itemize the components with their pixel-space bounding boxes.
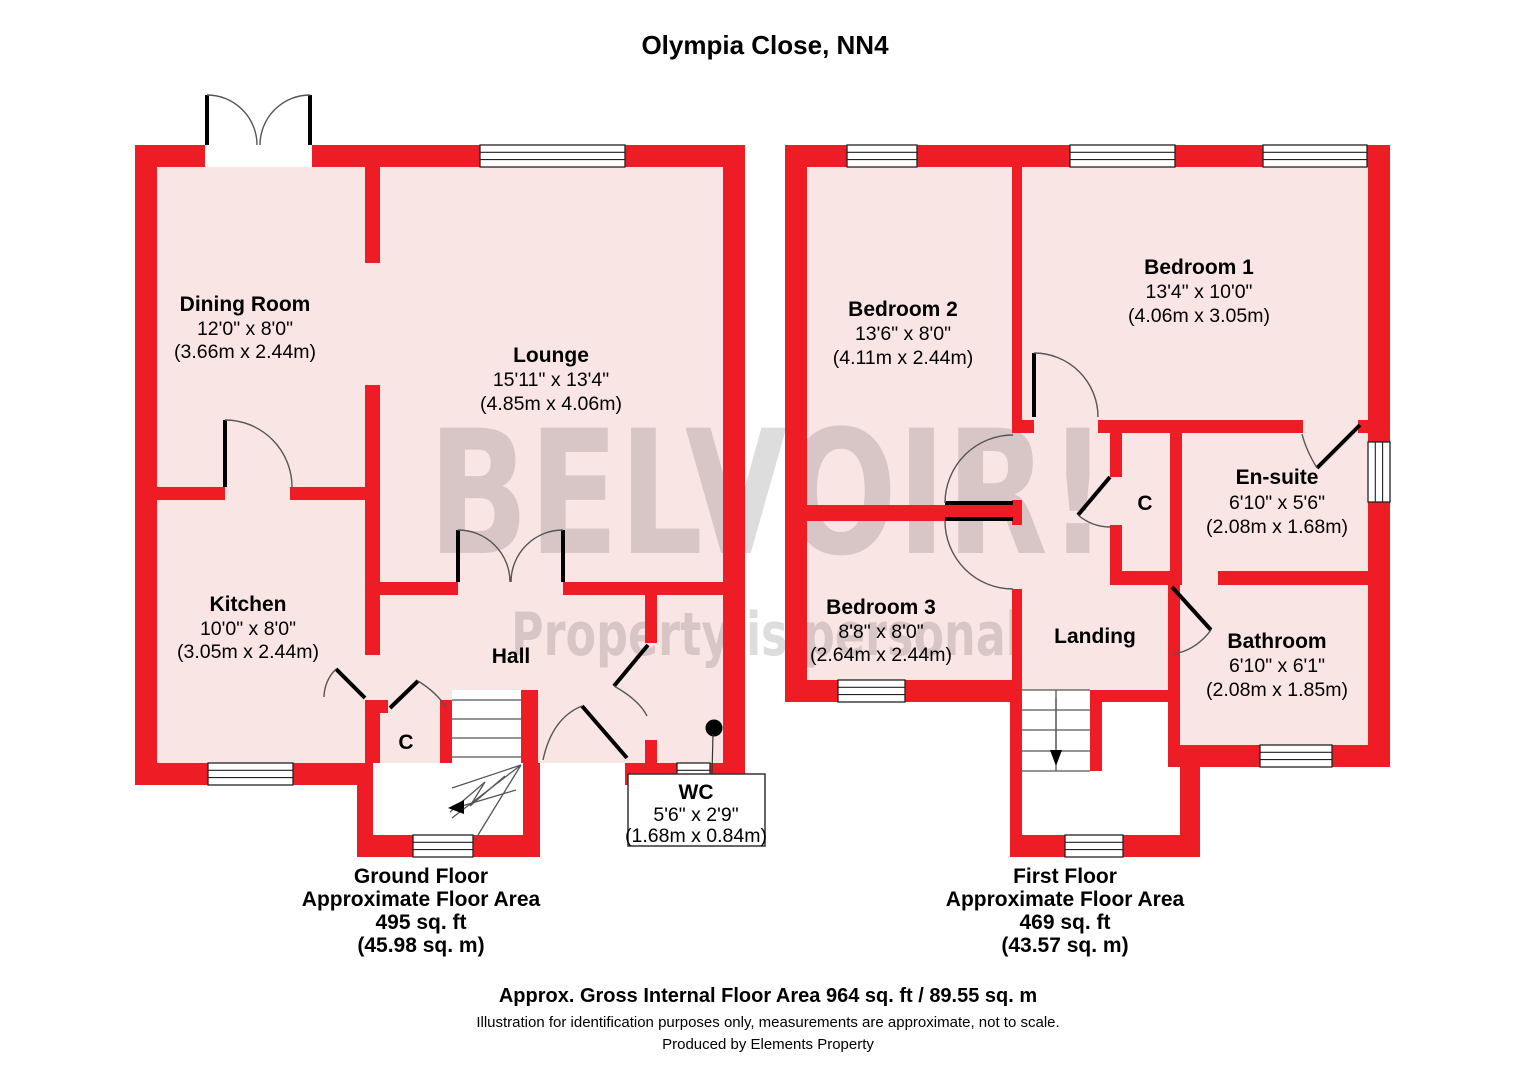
window [412, 834, 474, 858]
caption-line: 495 sq. ft [375, 911, 466, 934]
room-dims-lounge-imperial: 15'11" x 13'4" [493, 369, 609, 391]
first-floor-caption: First Floor Approximate Floor Area 469 s… [946, 865, 1185, 957]
first-floor-windows [837, 144, 1391, 858]
caption-line: Approximate Floor Area [302, 888, 541, 911]
ground-floor-caption: Ground Floor Approximate Floor Area 495 … [302, 865, 541, 957]
room-dims-bedroom2-metric: (4.11m x 2.44m) [833, 347, 974, 369]
stair-direction-arrow [448, 800, 464, 814]
room-dims-bedroom3-metric: (2.64m x 2.44m) [810, 644, 952, 666]
room-label-ensuite: En-suite [1236, 466, 1319, 489]
wc-callout-leader [711, 733, 714, 775]
french-door-opening [205, 145, 312, 167]
stair-down-arrow [1050, 750, 1062, 766]
room-dims-kitchen-metric: (3.05m x 2.44m) [177, 641, 319, 663]
footer-producer: Produced by Elements Property [662, 1036, 874, 1053]
window [479, 144, 626, 168]
room-dims-bathroom-metric: (2.08m x 1.85m) [1206, 679, 1348, 701]
room-label-dining: Dining Room [180, 293, 311, 316]
room-dims-bedroom3-imperial: 8'8" x 8'0" [838, 621, 923, 643]
room-dims-bedroom1-imperial: 13'4" x 10'0" [1146, 281, 1253, 303]
first-floor-doors [944, 352, 1362, 655]
room-label-closet-ground: C [398, 731, 413, 754]
caption-line: First Floor [1013, 865, 1117, 888]
room-label-hall: Hall [492, 645, 531, 668]
window [1064, 834, 1124, 858]
room-dims-ensuite-imperial: 6'10" x 5'6" [1229, 492, 1325, 514]
wc-callout-dot [705, 719, 723, 737]
room-label-lounge: Lounge [513, 344, 589, 367]
first-floor-walls [785, 145, 1390, 857]
window [1259, 744, 1333, 768]
room-label-closet-first: C [1137, 492, 1152, 515]
room-dims-wc-metric: (1.68m x 0.84m) [625, 825, 767, 847]
ground-floor-windows [205, 144, 711, 858]
caption-line: Approximate Floor Area [946, 888, 1185, 911]
ground-floor-fills [157, 167, 723, 835]
watermark-brand: BELVOIR! [428, 393, 1108, 594]
lounge-double-door-leaves [456, 530, 565, 582]
room-dims-ensuite-metric: (2.08m x 1.68m) [1206, 516, 1348, 538]
footer-gross-area: Approx. Gross Internal Floor Area 964 sq… [499, 985, 1037, 1007]
window [1262, 144, 1368, 168]
ground-floor-stairs [448, 699, 522, 836]
belvoir-watermark: BELVOIR! Property is personal [428, 393, 1108, 670]
caption-line: 469 sq. ft [1019, 911, 1110, 934]
watermark-slogan: Property is personal [511, 600, 1021, 670]
window [1367, 441, 1391, 503]
first-floor-stairs [1022, 689, 1090, 772]
ground-floor-labels: Dining Room 12'0" x 8'0" (3.66m x 2.44m)… [174, 293, 767, 847]
caption-line: (43.57 sq. m) [1001, 934, 1128, 957]
caption-line: Ground Floor [354, 865, 488, 888]
page-title: Olympia Close, NN4 [641, 30, 889, 60]
room-dims-wc-imperial: 5'6" x 2'9" [653, 804, 738, 826]
room-dims-lounge-metric: (4.85m x 4.06m) [480, 393, 622, 415]
room-dims-dining-metric: (3.66m x 2.44m) [174, 341, 316, 363]
room-label-bedroom1: Bedroom 1 [1144, 256, 1254, 279]
room-label-bedroom2: Bedroom 2 [848, 298, 958, 321]
window [1069, 144, 1176, 168]
french-door-leaves [205, 95, 312, 145]
first-floor-labels: Bedroom 2 13'6" x 8'0" (4.11m x 2.44m) B… [810, 256, 1348, 701]
wc-callout-box [627, 773, 766, 847]
room-label-bedroom3: Bedroom 3 [826, 596, 936, 619]
room-dims-dining-imperial: 12'0" x 8'0" [197, 318, 293, 340]
room-label-wc: WC [679, 781, 714, 804]
room-dims-bathroom-imperial: 6'10" x 6'1" [1229, 655, 1325, 677]
footer: Approx. Gross Internal Floor Area 964 sq… [476, 985, 1059, 1053]
room-dims-bedroom1-metric: (4.06m x 3.05m) [1128, 305, 1270, 327]
window [207, 762, 294, 786]
caption-line: (45.98 sq. m) [357, 934, 484, 957]
window [846, 144, 918, 168]
room-dims-kitchen-imperial: 10'0" x 8'0" [200, 618, 296, 640]
window [837, 679, 906, 703]
room-label-bathroom: Bathroom [1227, 630, 1326, 653]
room-label-landing: Landing [1054, 625, 1136, 648]
room-label-kitchen: Kitchen [209, 593, 286, 616]
footer-disclaimer: Illustration for identification purposes… [476, 1014, 1059, 1031]
ground-floor-doors [205, 94, 650, 761]
room-dims-bedroom2-imperial: 13'6" x 8'0" [855, 323, 951, 345]
